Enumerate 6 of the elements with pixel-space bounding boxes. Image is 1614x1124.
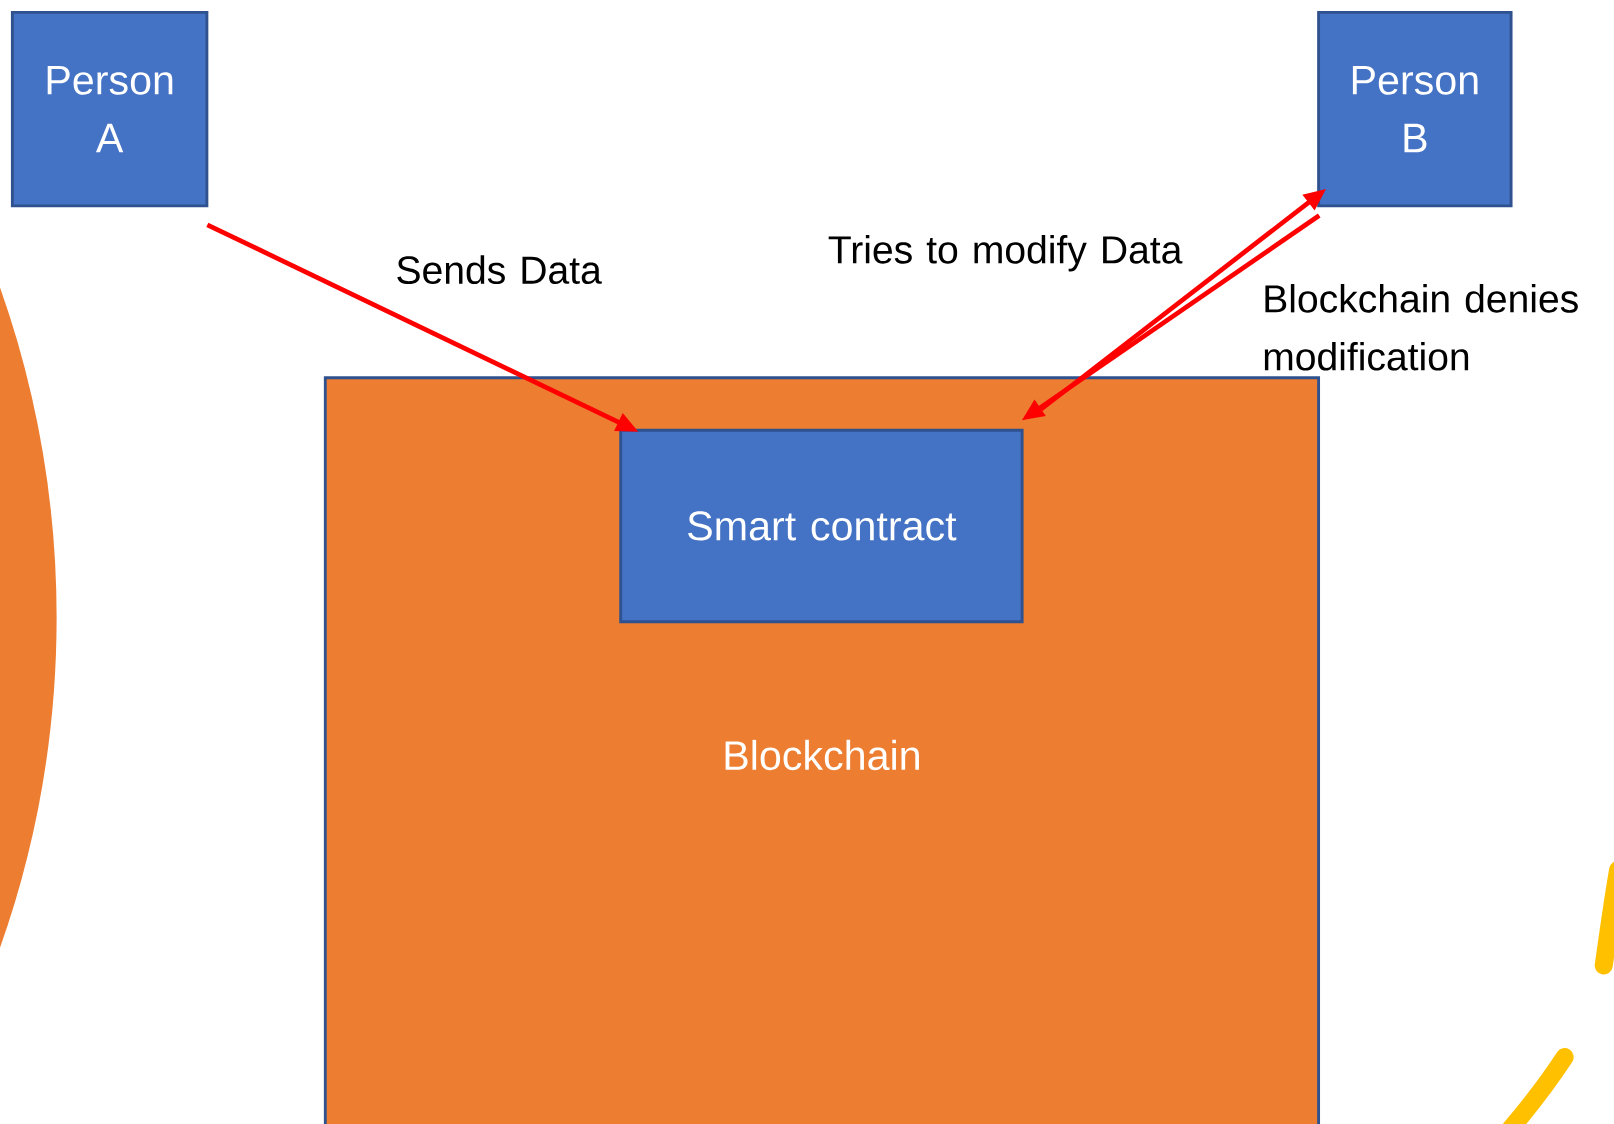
edge-label: Sends Data [397, 255, 602, 285]
edge-label: Tries to modify Data [828, 235, 1183, 272]
process-box: Person B [1317, 10, 1513, 208]
edge-label: Blockchain denies modification [1264, 284, 1578, 371]
process-box: Person A [10, 10, 209, 208]
process-box: Smart contract [619, 428, 1024, 624]
